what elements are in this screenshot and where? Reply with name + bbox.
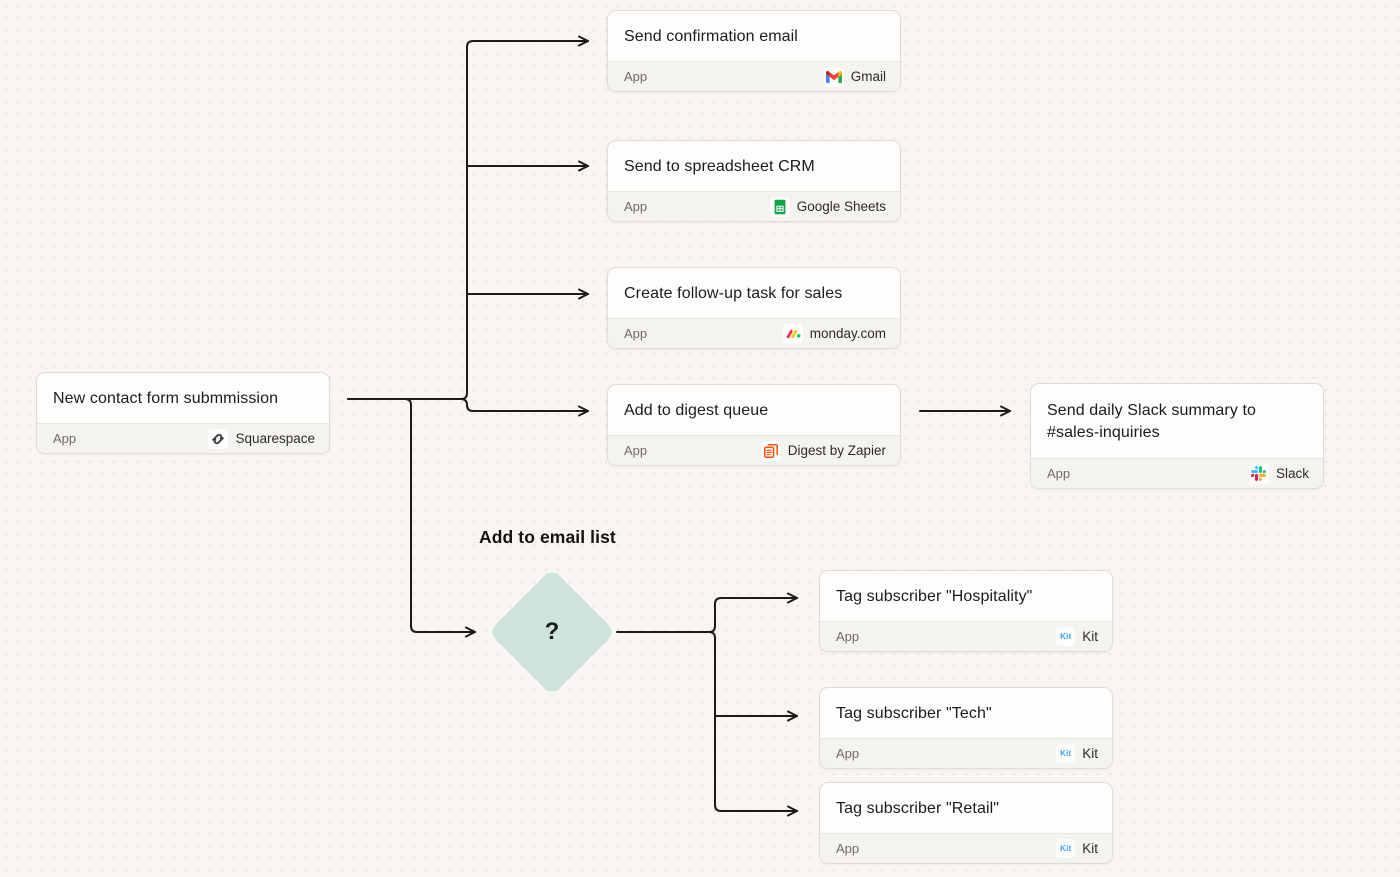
node-footer: App Kit Kit (820, 738, 1112, 768)
node-title: Tag subscriber "Hospitality" (836, 588, 1033, 605)
node-footer: App Gmail (608, 61, 900, 91)
app-label: App (53, 431, 77, 446)
node-title: Send to spreadsheet CRM (624, 158, 815, 175)
app-name: Gmail (850, 69, 886, 84)
app-chip: Gmail (823, 66, 886, 87)
digest-icon (760, 440, 781, 461)
decision-node-email-list[interactable]: ? (488, 568, 616, 696)
decision-question-mark: ? (544, 618, 560, 645)
node-title: Create follow-up task for sales (624, 285, 843, 302)
app-name: Kit (1082, 746, 1098, 761)
node-footer: App Squarespace (37, 423, 329, 453)
slack-icon (1248, 463, 1269, 484)
trigger-node-new-contact-form[interactable]: New contact form submmission App Squares… (36, 372, 330, 454)
squarespace-icon (208, 428, 229, 449)
action-node-create-follow-up-task[interactable]: Create follow-up task for sales App mond… (607, 267, 901, 349)
action-node-tag-subscriber-retail[interactable]: Tag subscriber "Retail" App Kit Kit (819, 782, 1113, 864)
app-name: Digest by Zapier (787, 443, 886, 458)
app-label: App (624, 69, 648, 84)
node-title: Add to digest queue (624, 402, 769, 419)
edge-trigger-decision (404, 398, 476, 638)
app-label: App (1047, 466, 1071, 481)
google-sheets-icon (769, 196, 790, 217)
edge-trigger-gmail (347, 35, 589, 400)
node-title: New contact form submmission (53, 390, 279, 407)
action-node-add-to-digest-queue[interactable]: Add to digest queue App Digest by Zapier (607, 384, 901, 466)
app-chip: monday.com (782, 323, 886, 344)
action-node-send-daily-slack-summary[interactable]: Send daily Slack summary to #sales-inqui… (1030, 383, 1324, 489)
edge-trigger-digest (347, 398, 589, 417)
app-name: monday.com (809, 326, 886, 341)
app-label: App (624, 199, 648, 214)
node-title: Tag subscriber "Retail" (836, 800, 1000, 817)
node-footer: App monday.com (608, 318, 900, 348)
node-footer: App Google Sheets (608, 191, 900, 221)
node-title: Tag subscriber "Tech" (836, 705, 992, 722)
app-label: App (836, 746, 860, 761)
app-name: Google Sheets (796, 199, 886, 214)
node-title: Send daily Slack summary to #sales-inqui… (1047, 402, 1257, 441)
app-chip: Digest by Zapier (760, 440, 886, 461)
app-label: App (624, 326, 648, 341)
app-name: Kit (1082, 629, 1098, 644)
app-chip: Slack (1248, 463, 1309, 484)
node-footer: App Digest by Zapier (608, 435, 900, 465)
app-label: App (836, 841, 860, 856)
app-chip: Squarespace (208, 428, 315, 449)
app-name: Kit (1082, 841, 1098, 856)
app-chip: Kit Kit (1056, 839, 1098, 858)
action-node-tag-subscriber-hospitality[interactable]: Tag subscriber "Hospitality" App Kit Kit (819, 570, 1113, 652)
app-name: Squarespace (235, 431, 315, 446)
app-chip: Kit Kit (1056, 744, 1098, 763)
edge-decision-kit-retail (708, 631, 798, 817)
node-title: Send confirmation email (624, 28, 798, 45)
monday-icon (782, 323, 803, 344)
app-label: App (836, 629, 860, 644)
node-footer: App Kit Kit (820, 833, 1112, 863)
kit-icon: Kit (1056, 744, 1076, 763)
app-name: Slack (1275, 466, 1309, 481)
app-chip: Google Sheets (769, 196, 886, 217)
app-chip: Kit Kit (1056, 627, 1098, 646)
app-label: App (624, 443, 648, 458)
branch-label: Add to email list (479, 527, 616, 547)
action-node-tag-subscriber-tech[interactable]: Tag subscriber "Tech" App Kit Kit (819, 687, 1113, 769)
kit-icon: Kit (1056, 839, 1076, 858)
node-footer: App Kit Kit (820, 621, 1112, 651)
action-node-send-to-spreadsheet-crm[interactable]: Send to spreadsheet CRM App Google Sheet… (607, 140, 901, 222)
gmail-icon (823, 66, 844, 87)
kit-icon: Kit (1056, 627, 1076, 646)
node-footer: App Slack (1031, 458, 1323, 488)
action-node-send-confirmation-email[interactable]: Send confirmation email App Gmail (607, 10, 901, 92)
edge-decision-kit-hospitality (616, 592, 798, 633)
